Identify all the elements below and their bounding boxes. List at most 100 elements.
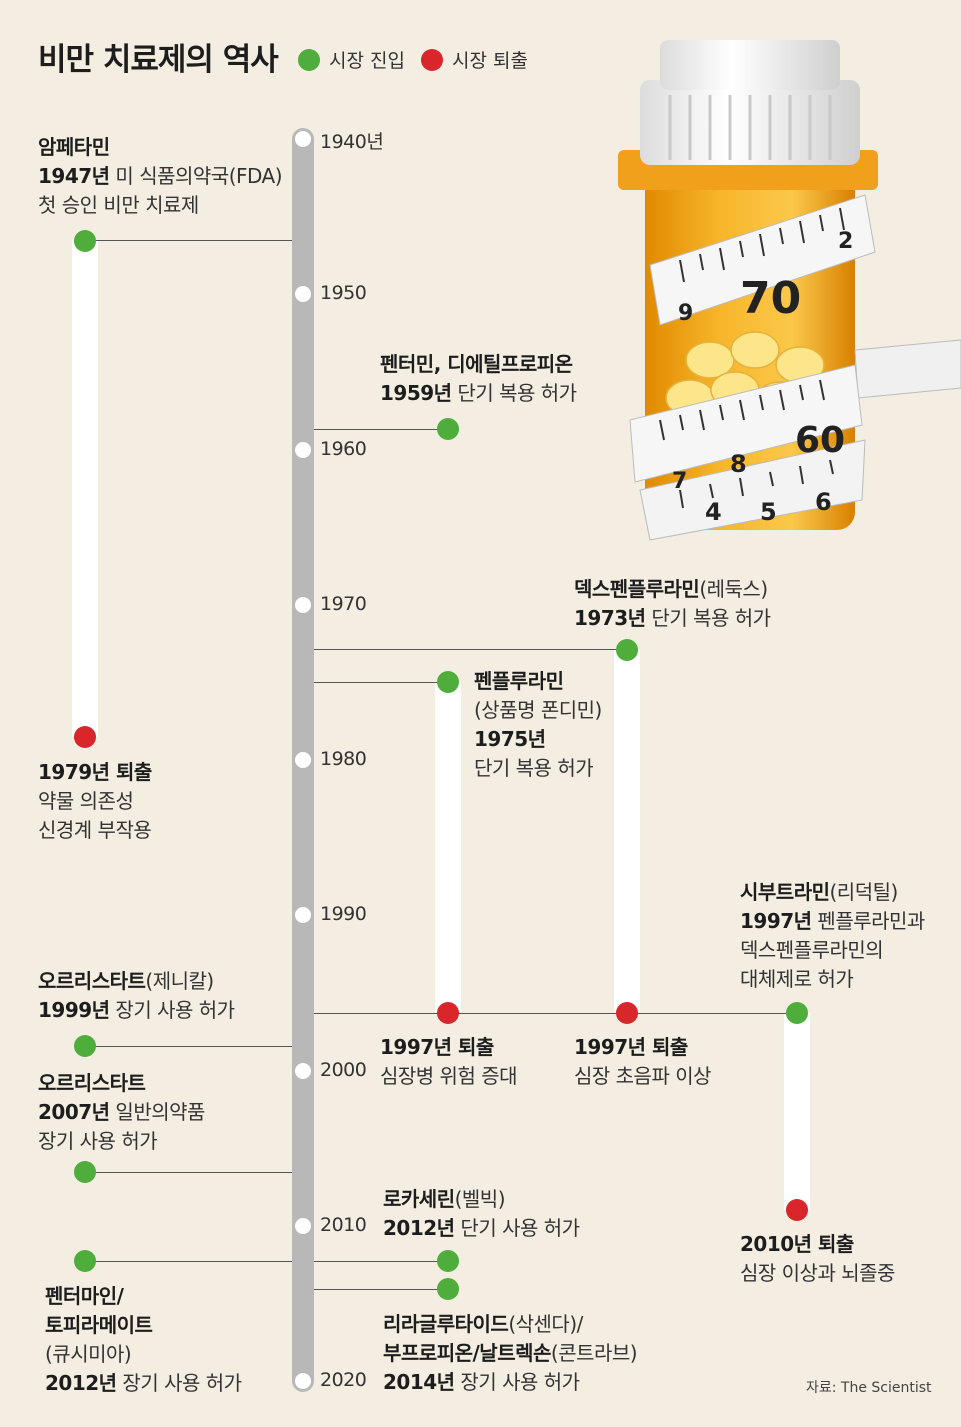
event-text: 단기 복용 허가 (451, 381, 577, 405)
entry-dot-phentermine (437, 418, 459, 440)
event-year: 1975년 (474, 727, 546, 751)
exit-reason: 심장병 위험 증대 (380, 1064, 518, 1088)
drug-name: 로카세린 (383, 1187, 455, 1211)
brand-name: (상품명 폰디민) (474, 698, 602, 722)
label-fenfluramine-exit: 1997년 퇴출 심장병 위험 증대 (380, 1033, 518, 1091)
source-credit: 자료: The Scientist (806, 1380, 932, 1396)
label-amphetamine: 암페타민 1947년 미 식품의약국(FDA) 첫 승인 비만 치료제 (38, 133, 283, 220)
tape-number: 70 (740, 273, 801, 324)
drug-name: 시부트라민 (740, 880, 830, 904)
duration-bar-dexfenfluramine (614, 650, 640, 1012)
event-text: 장기 사용 허가 (38, 1129, 158, 1153)
connector-line (314, 1013, 796, 1014)
label-dexfenfluramine: 덱스펜플루라민(레둑스) 1973년 단기 복용 허가 (574, 575, 771, 633)
drug-name: 펜터민, 디에틸프로피온 (380, 352, 573, 376)
drug-name: 부프로피온/날트렉손 (383, 1341, 551, 1365)
exit-dot-amphetamine (74, 726, 96, 748)
drug-name: 암페타민 (38, 135, 110, 159)
drug-name: 펜플루라민 (474, 669, 564, 693)
event-text: 단기 복용 허가 (645, 606, 771, 630)
entry-dot-amphetamine (74, 230, 96, 252)
year-label: 1990 (320, 903, 367, 926)
page-title: 비만 치료제의 역사 (38, 42, 279, 78)
connector-line (314, 682, 448, 683)
legend-red-dot (421, 48, 443, 71)
duration-bar-amphetamine (72, 240, 98, 737)
label-orlistat: 오르리스타트(제니칼) 1999년 장기 사용 허가 (38, 967, 235, 1025)
drug-name: 오르리스타트 (38, 969, 146, 993)
exit-dot-dexfenfluramine (616, 1002, 638, 1024)
connector-line (314, 649, 626, 650)
entry-dot-contrave (437, 1278, 459, 1300)
drug-name: 오르리스타트 (38, 1071, 146, 1095)
entry-dot-orlistat (74, 1035, 96, 1057)
brand-name: (리덕틸) (829, 880, 899, 904)
event-year: 2014년 (383, 1370, 455, 1394)
label-amphetamine-exit: 1979년 퇴출 약물 의존성 신경계 부작용 (38, 758, 152, 845)
event-year: 1999년 (38, 998, 110, 1022)
exit-dot-fenfluramine (437, 1002, 459, 1024)
event-year: 1973년 (574, 606, 646, 630)
year-label: 1980 (320, 748, 367, 770)
event-text: 장기 사용 허가 (454, 1370, 580, 1394)
exit-reason: 심장 이상과 뇌졸중 (740, 1261, 895, 1285)
legend-entry: 시장 진입 (298, 46, 405, 73)
year-label: 2020 (320, 1369, 367, 1391)
tape-number: 6 (815, 488, 832, 516)
legend-label: 시장 퇴출 (452, 50, 528, 72)
event-text: 대체제로 허가 (740, 967, 854, 991)
event-text: 덱스펜플루라민의 (740, 938, 884, 962)
tape-number: 4 (705, 498, 722, 526)
exit-year: 1979년 퇴출 (38, 760, 152, 784)
year-tick (295, 441, 311, 458)
connector-line (314, 1289, 448, 1290)
label-contrave: 리라글루타이드(삭센다)/ 부프로피온/날트렉손(콘트라브) 2014년 장기 … (383, 1310, 638, 1397)
connector-line (314, 1261, 448, 1262)
drug-name: 리라글루타이드 (383, 1312, 509, 1336)
connector-line (85, 1046, 292, 1047)
legend-green-dot (298, 48, 320, 71)
label-lorcaserin: 로카세린(벨빅) 2012년 단기 사용 허가 (383, 1185, 580, 1243)
legend-label: 시장 진입 (329, 50, 405, 72)
label-phentermine: 펜터민, 디에틸프로피온 1959년 단기 복용 허가 (380, 350, 577, 408)
label-dexfenfluramine-exit: 1997년 퇴출 심장 초음파 이상 (574, 1033, 712, 1091)
brand-name: (큐시미아) (45, 1342, 132, 1366)
duration-bar-fenfluramine (435, 682, 461, 1012)
brand-name: (벨빅) (454, 1187, 506, 1211)
event-year: 1959년 (380, 381, 452, 405)
year-tick (295, 286, 311, 303)
year-label: 1970 (320, 592, 367, 615)
year-tick (295, 1373, 311, 1389)
year-label: 1950 (320, 282, 367, 305)
event-text: 첫 승인 비만 치료제 (38, 193, 199, 217)
exit-reason: 약물 의존성 (38, 789, 134, 813)
label-sibutramine: 시부트라민(리덕틸) 1997년 펜플루라민과 덱스펜플루라민의 대체제로 허가 (740, 878, 925, 994)
drug-name: 토피라메이트 (45, 1313, 153, 1337)
event-text: 장기 사용 허가 (116, 1371, 242, 1395)
tape-number: 7 (672, 469, 687, 494)
connector-line (314, 429, 448, 430)
event-text: 미 식품의약국(FDA) (109, 164, 283, 188)
year-label: 1940년 (320, 131, 384, 153)
event-text: 펜플루라민과 (811, 909, 925, 933)
event-text: 단기 복용 허가 (474, 756, 594, 780)
year-tick (295, 1062, 311, 1079)
legend-entry: 시장 퇴출 (421, 46, 528, 73)
year-tick (295, 1217, 311, 1234)
exit-year: 1997년 퇴출 (380, 1035, 494, 1059)
exit-year: 1997년 퇴출 (574, 1035, 688, 1059)
year-label: 2000 (320, 1058, 367, 1081)
drug-name: 펜터마인/ (45, 1284, 124, 1308)
entry-dot-qsymia (74, 1250, 96, 1272)
duration-bar-sibutramine (784, 1013, 810, 1210)
event-year: 1997년 (740, 909, 812, 933)
event-year: 2012년 (383, 1216, 455, 1240)
connector-line (85, 240, 292, 241)
year-tick (295, 131, 311, 147)
tape-number: 5 (760, 498, 777, 526)
event-year: 1947년 (38, 164, 110, 188)
year-tick (295, 752, 311, 768)
tape-number: 2 (838, 229, 853, 254)
brand-name: (제니칼) (145, 969, 214, 993)
exit-year: 2010년 퇴출 (740, 1232, 854, 1256)
